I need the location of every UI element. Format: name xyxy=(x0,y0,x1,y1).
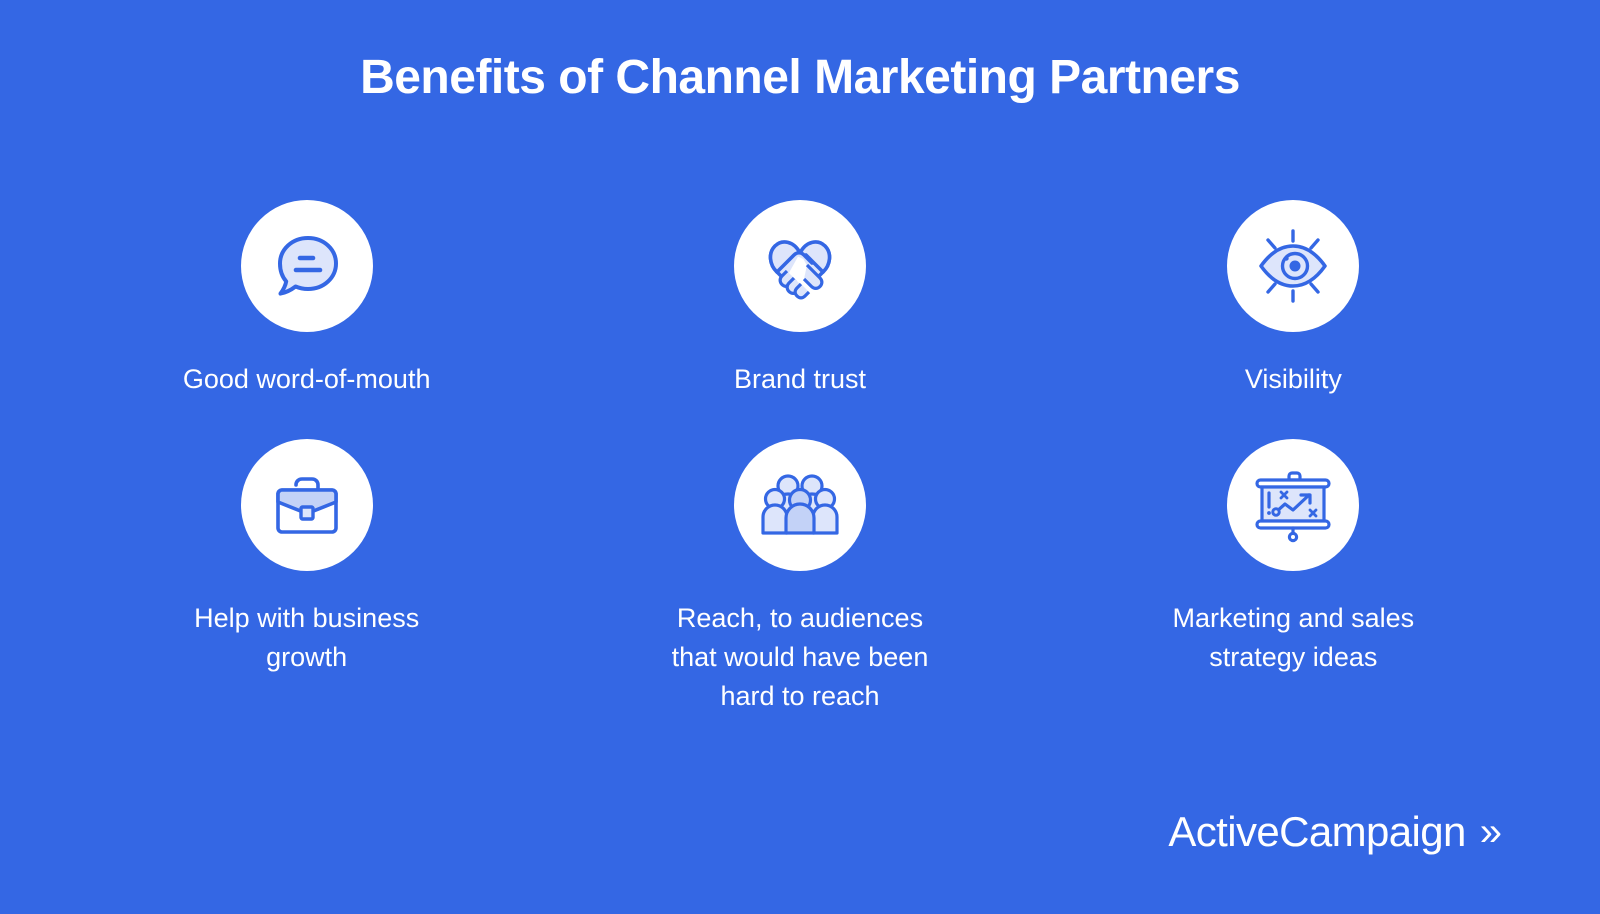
benefit-item-strategy-ideas: Marketing and sales strategy ideas xyxy=(1047,439,1540,716)
activecampaign-logo: ActiveCampaign » xyxy=(1168,808,1502,856)
icon-badge xyxy=(1227,200,1360,332)
benefits-grid: Good word-of-mouth B xyxy=(60,200,1540,717)
benefit-item-visibility: Visibility xyxy=(1047,200,1540,399)
icon-badge xyxy=(240,439,373,572)
benefit-label: Brand trust xyxy=(733,364,867,394)
people-group-icon xyxy=(760,469,840,541)
benefit-label: Visibility xyxy=(1244,364,1342,394)
handshake-heart-icon xyxy=(760,229,840,303)
benefit-item-business-growth: Help with business growth xyxy=(60,439,553,716)
benefit-item-reach-audiences: Reach, to audiences that would have been… xyxy=(553,439,1046,716)
eye-visibility-icon xyxy=(1253,227,1333,305)
benefit-item-brand-trust: Brand trust xyxy=(553,200,1046,399)
brand-name: ActiveCampaign xyxy=(1168,808,1466,855)
icon-badge xyxy=(733,200,866,332)
benefit-label: Marketing and sales strategy ideas xyxy=(1172,603,1415,673)
icon-badge xyxy=(1227,439,1360,572)
benefit-item-good-word-of-mouth: Good word-of-mouth xyxy=(60,200,553,399)
double-chevron-icon: » xyxy=(1479,810,1502,854)
icon-badge xyxy=(240,200,373,332)
speech-bubble-icon xyxy=(270,229,344,303)
presentation-chart-icon xyxy=(1252,467,1334,543)
briefcase-icon xyxy=(267,469,347,541)
icon-badge xyxy=(733,439,866,572)
benefit-label: Help with business growth xyxy=(194,603,420,673)
benefit-label: Good word-of-mouth xyxy=(182,364,431,394)
benefit-label: Reach, to audiences that would have been… xyxy=(671,603,929,712)
page-title: Benefits of Channel Marketing Partners xyxy=(360,51,1240,104)
